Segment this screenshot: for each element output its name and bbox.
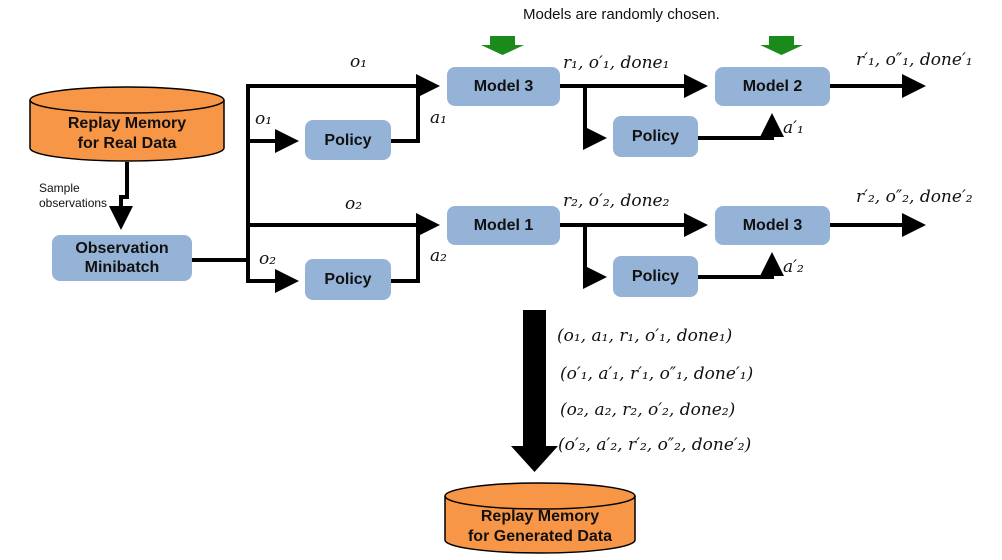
sample-label-line1: Sample bbox=[39, 181, 80, 195]
row2-action-prime-line bbox=[698, 252, 784, 279]
row2-model-a-box: Model 1 bbox=[447, 206, 560, 245]
row1-action-line bbox=[391, 86, 420, 143]
replay-memory-generated-line2: for Generated Data bbox=[467, 528, 613, 545]
row1-model-b-output-label: r′₁, o″₁, done′₁ bbox=[856, 50, 973, 70]
replay-memory-real-label: Replay Memory for Real Data bbox=[30, 114, 224, 154]
row1-model-b-box: Model 2 bbox=[715, 67, 830, 106]
row2-model-a-output-label: r₂, o′₂, done₂ bbox=[563, 191, 670, 211]
row2-policy-b-box: Policy bbox=[613, 256, 698, 297]
replay-memory-generated-cylinder bbox=[444, 482, 636, 554]
replay-memory-real-cylinder bbox=[29, 86, 225, 162]
row2-branch-to-policy-line bbox=[583, 225, 607, 289]
replay-memory-real-line2: for Real Data bbox=[77, 135, 177, 152]
replay-memory-real-line1: Replay Memory bbox=[67, 115, 187, 132]
selection-arrow-icon bbox=[481, 36, 524, 55]
row1-model-a-output-label: r₁, o′₁, done₁ bbox=[563, 53, 670, 73]
row2-policy-box: Policy bbox=[305, 259, 391, 300]
output-big-arrow bbox=[511, 310, 558, 472]
row1-model-a-box: Model 3 bbox=[447, 67, 560, 106]
row2-o-top-label: o₂ bbox=[345, 194, 363, 214]
row1-action-prime-label: a′₁ bbox=[783, 118, 804, 138]
caption-text: Models are randomly chosen. bbox=[523, 6, 720, 23]
row2-model-b-output-label: r′₂, o″₂, done′₂ bbox=[856, 187, 973, 207]
row1-action-prime-line bbox=[698, 113, 784, 140]
sample-observations-label: Sample observations bbox=[39, 181, 107, 211]
transition-tuple: (o′₂, a′₂, r′₂, o″₂, done′₂) bbox=[558, 435, 752, 455]
row1-o-top-label: o₁ bbox=[350, 52, 368, 72]
row1-branch-to-policy-line bbox=[583, 86, 607, 150]
row2-action-prime-label: a′₂ bbox=[783, 257, 804, 277]
row1-action-label: a₁ bbox=[430, 108, 447, 128]
row2-action-line bbox=[391, 225, 420, 283]
minibatch-line1: Observation bbox=[75, 240, 169, 257]
observation-minibatch-box: Observation Minibatch bbox=[52, 235, 192, 281]
row1-o-policy-label: o₁ bbox=[255, 109, 273, 129]
sample-arrow bbox=[109, 162, 133, 230]
row2-o-policy-label: o₂ bbox=[259, 249, 277, 269]
selection-arrow-icon bbox=[760, 36, 803, 55]
transition-tuple: (o₂, a₂, r₂, o′₂, done₂) bbox=[560, 400, 736, 420]
transition-tuple: (o₁, a₁, r₁, o′₁, done₁) bbox=[557, 326, 733, 346]
replay-memory-generated-line1: Replay Memory bbox=[480, 508, 600, 525]
replay-memory-generated-label: Replay Memory for Generated Data bbox=[445, 507, 635, 547]
row2-action-label: a₂ bbox=[430, 246, 447, 266]
minibatch-line2: Minibatch bbox=[84, 259, 160, 276]
transition-tuple: (o′₁, a′₁, r′₁, o″₁, done′₁) bbox=[560, 364, 754, 384]
sample-label-line2: observations bbox=[39, 196, 108, 210]
row2-model-b-box: Model 3 bbox=[715, 206, 830, 245]
row1-policy-b-box: Policy bbox=[613, 116, 698, 157]
row1-policy-box: Policy bbox=[305, 120, 391, 160]
